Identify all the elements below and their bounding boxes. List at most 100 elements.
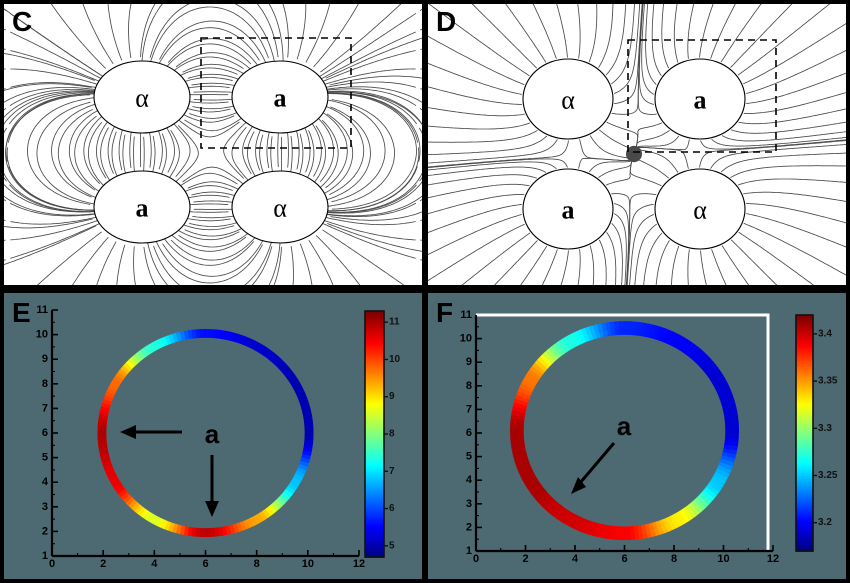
colorbar-band — [796, 352, 813, 356]
ring-segment — [267, 352, 277, 362]
disk-alpha-bottom-right — [231, 170, 329, 244]
colorbar-band — [365, 542, 384, 546]
colorbar-band — [365, 448, 384, 452]
colorbar-band — [365, 393, 384, 396]
ring-segment — [517, 465, 532, 475]
ring-segment — [109, 476, 120, 485]
ring-segment — [168, 334, 175, 344]
ring-segment — [573, 516, 584, 531]
colorbar-band — [796, 450, 813, 454]
ring-segment — [302, 446, 313, 453]
colorbar-band — [796, 356, 813, 360]
colorbar-band — [796, 370, 813, 373]
ring-segment — [651, 325, 660, 340]
field-lines-c — [4, 4, 422, 285]
colorbar-band — [365, 315, 384, 318]
colorbar-band — [796, 511, 813, 515]
colorbar-band — [365, 341, 384, 345]
colorbar-band — [796, 438, 813, 442]
colorbar-tick-label: 3.2 — [818, 517, 832, 528]
colorbar-band — [796, 318, 813, 322]
colorbar-band — [796, 519, 813, 523]
colorbar-band — [796, 362, 813, 365]
colorbar-band — [796, 488, 813, 491]
ring-segment — [289, 479, 300, 488]
colorbar-band — [365, 546, 384, 550]
colorbar-band — [365, 446, 384, 450]
colorbar-band — [796, 417, 813, 421]
ring-segment — [111, 479, 122, 488]
colorbar-band — [365, 429, 384, 433]
colorbar-band — [796, 372, 813, 375]
ring-segment — [153, 339, 162, 350]
colorbar-band — [365, 489, 384, 493]
ring-segment — [597, 523, 605, 538]
ring-segment — [597, 323, 605, 338]
colorbar-band — [796, 476, 813, 480]
colorbar-band — [365, 358, 384, 361]
ring-segment — [293, 473, 304, 482]
x-tick-label: 4 — [151, 558, 158, 570]
colorbar-band — [796, 407, 813, 411]
ring-segment — [569, 332, 580, 347]
colorbar-band — [365, 434, 384, 437]
colorbar-band — [365, 374, 384, 378]
ring-segment — [703, 486, 718, 499]
colorbar-band — [796, 399, 813, 403]
ring-segment — [249, 516, 258, 527]
colorbar-band — [365, 450, 384, 454]
ring-segment — [555, 340, 567, 355]
y-tick-label: 11 — [460, 309, 472, 321]
ring-segment — [106, 388, 116, 396]
ring-segment — [98, 446, 109, 453]
ring-segment — [601, 322, 608, 337]
ring-segment — [137, 506, 146, 517]
colorbar-band — [796, 332, 813, 336]
colorbar-band — [796, 505, 813, 509]
disks-d: α a a α — [522, 58, 746, 250]
colorbar-band — [365, 356, 384, 359]
ring-segment — [637, 322, 644, 337]
colorbar-band — [365, 388, 384, 392]
colorbar-band — [365, 507, 384, 511]
colorbar-band — [796, 495, 813, 499]
colorbar-band — [365, 481, 384, 484]
ring-segment — [552, 504, 564, 519]
colorbar-band — [365, 427, 384, 431]
colorbar-band — [796, 523, 813, 527]
colorbar-band — [796, 474, 813, 478]
colorbar-band — [796, 440, 813, 444]
ring-segment — [531, 363, 546, 375]
arrow-downleft-head-f — [571, 477, 586, 494]
ring-segment — [175, 331, 182, 342]
colorbar-band — [796, 315, 813, 318]
ring-segment — [232, 332, 239, 343]
ring-segment — [218, 526, 224, 537]
colorbar-band — [796, 429, 813, 432]
ring-segment — [221, 330, 228, 340]
ring-segment — [713, 471, 728, 482]
ring-segment — [118, 368, 128, 378]
ring-segment — [529, 483, 544, 496]
ring-segment — [698, 356, 712, 369]
ring-segment — [187, 526, 193, 537]
colorbar-band — [365, 354, 384, 357]
colorbar-band — [796, 397, 813, 401]
ring-segment — [246, 338, 254, 348]
ring-segment — [675, 336, 687, 351]
y-tick-label: 7 — [42, 402, 48, 414]
ring-segment — [701, 489, 715, 502]
colorbar-band — [796, 326, 813, 330]
y-tick-label: 4 — [466, 474, 473, 486]
ring-segment — [581, 327, 590, 343]
colorbar-band — [796, 330, 813, 334]
ring-segment — [589, 325, 597, 340]
ring-segment — [715, 468, 730, 478]
ring-segment — [721, 402, 737, 410]
ring-segment — [303, 417, 313, 423]
ring-segment — [100, 406, 110, 413]
ring-segment — [712, 376, 726, 387]
colorbar-band — [365, 468, 384, 472]
ring-segment — [140, 508, 149, 519]
colorbar-band — [365, 491, 384, 495]
